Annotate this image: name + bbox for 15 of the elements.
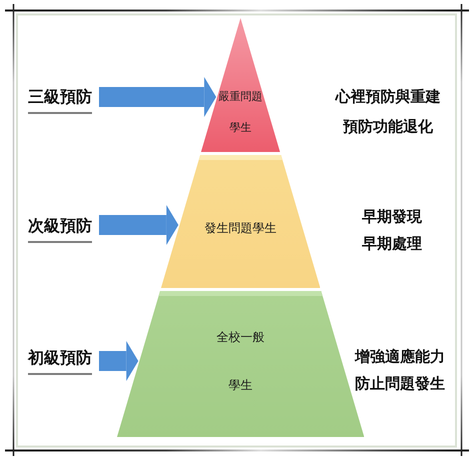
side-note: 防止問題發生 (355, 374, 445, 394)
side-note: 早期發現 (362, 208, 422, 226)
tier-label: 全校一般學生 (215, 329, 266, 394)
tier-label: 發生問題學生 (204, 220, 276, 237)
block-arrow (99, 205, 178, 245)
side-note: 增強適應能力 (355, 348, 445, 366)
level-label: 三級預防 (28, 87, 92, 114)
level-label: 次級預防 (28, 216, 92, 243)
block-arrow (99, 341, 138, 381)
tier-label: 嚴重問題學生 (217, 89, 264, 136)
level-label: 初級預防 (28, 348, 92, 375)
side-note: 早期處理 (362, 234, 422, 254)
side-note: 心裡預防與重建 (336, 88, 440, 106)
block-arrow (99, 77, 216, 117)
side-note: 預防功能退化 (343, 118, 433, 136)
